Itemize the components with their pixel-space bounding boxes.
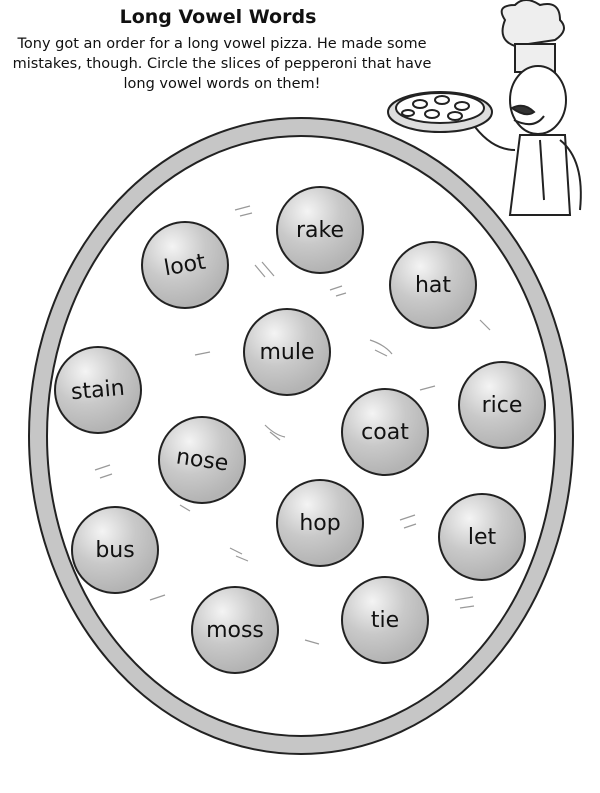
pepperoni-tie[interactable]: tie (341, 576, 429, 664)
pepperoni-word: hop (299, 510, 341, 536)
pepperoni-hat[interactable]: hat (389, 241, 477, 329)
pepperoni-nose[interactable]: nose (158, 416, 246, 504)
pepperoni-stain[interactable]: stain (54, 346, 142, 434)
pepperoni-mule[interactable]: mule (243, 308, 331, 396)
pepperoni-let[interactable]: let (438, 493, 526, 581)
pepperoni-moss[interactable]: moss (191, 586, 279, 674)
pepperoni-word: hat (414, 272, 452, 298)
pepperoni-word: stain (70, 375, 126, 405)
pepperoni-word: coat (361, 419, 409, 445)
pepperoni-rice[interactable]: rice (458, 361, 546, 449)
pepperoni-loot[interactable]: loot (141, 221, 229, 309)
pepperoni-word: nose (174, 443, 230, 477)
pepperoni-word: loot (162, 249, 208, 281)
worksheet-title: Long Vowel Words (119, 6, 317, 28)
pepperoni-hop[interactable]: hop (276, 479, 364, 567)
pepperoni-bus[interactable]: bus (71, 506, 159, 594)
instructions: Tony got an order for a long vowel pizza… (12, 36, 432, 92)
pepperoni-coat[interactable]: coat (341, 388, 429, 476)
pepperoni-rake[interactable]: rake (276, 186, 364, 274)
pepperoni-word: mule (259, 339, 315, 365)
pepperoni-word: rice (481, 392, 523, 418)
chef-illustration (387, 0, 582, 216)
pepperoni-word: let (467, 524, 497, 550)
pepperoni-word: tie (370, 607, 400, 633)
pepperoni-word: bus (95, 537, 135, 563)
pepperoni-word: rake (295, 217, 345, 243)
pepperoni-word: moss (206, 617, 264, 643)
